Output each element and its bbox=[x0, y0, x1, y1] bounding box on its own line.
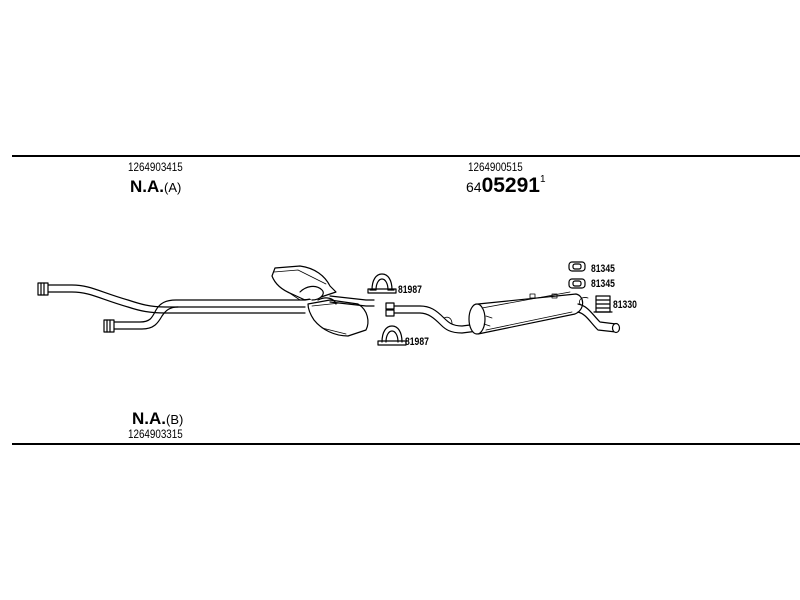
front-muffler-a bbox=[271, 265, 337, 301]
code-center-sup: 1 bbox=[539, 174, 546, 185]
front-pipe-b bbox=[103, 299, 306, 333]
top-rule bbox=[12, 155, 800, 157]
code-center-main: 05291 bbox=[481, 174, 540, 197]
rear-silencer bbox=[468, 291, 584, 335]
code-center: 64052911 bbox=[466, 174, 546, 197]
callout-mount: 81330 bbox=[613, 299, 637, 311]
clamp-upper bbox=[367, 273, 397, 294]
hanger-2 bbox=[568, 278, 586, 289]
intermediate-pipe bbox=[385, 302, 479, 334]
callout-hanger-2: 81345 bbox=[591, 278, 615, 290]
mount bbox=[593, 295, 613, 313]
part-number-center: 1264900515 bbox=[468, 160, 523, 174]
front-pipe-a bbox=[37, 282, 306, 314]
code-center-prefix: 64 bbox=[466, 179, 482, 195]
tail-pipe bbox=[577, 297, 621, 334]
code-a-prefix: N.A. bbox=[130, 177, 164, 196]
bottom-rule bbox=[12, 443, 800, 445]
hanger-1 bbox=[568, 261, 586, 272]
code-b-prefix: N.A. bbox=[132, 409, 166, 428]
part-number-b: 1264903315 bbox=[128, 427, 183, 441]
callout-hanger-1: 81345 bbox=[591, 263, 615, 275]
callout-clamp-lower: 81987 bbox=[405, 336, 429, 348]
code-a: N.A.(A) bbox=[130, 178, 181, 196]
clamp-lower bbox=[377, 325, 407, 346]
code-a-suffix: (A) bbox=[164, 180, 182, 195]
code-b: N.A.(B) bbox=[132, 410, 183, 428]
code-b-suffix: (B) bbox=[166, 412, 184, 427]
part-number-a: 1264903415 bbox=[128, 160, 183, 174]
callout-clamp-upper: 81987 bbox=[398, 284, 422, 296]
